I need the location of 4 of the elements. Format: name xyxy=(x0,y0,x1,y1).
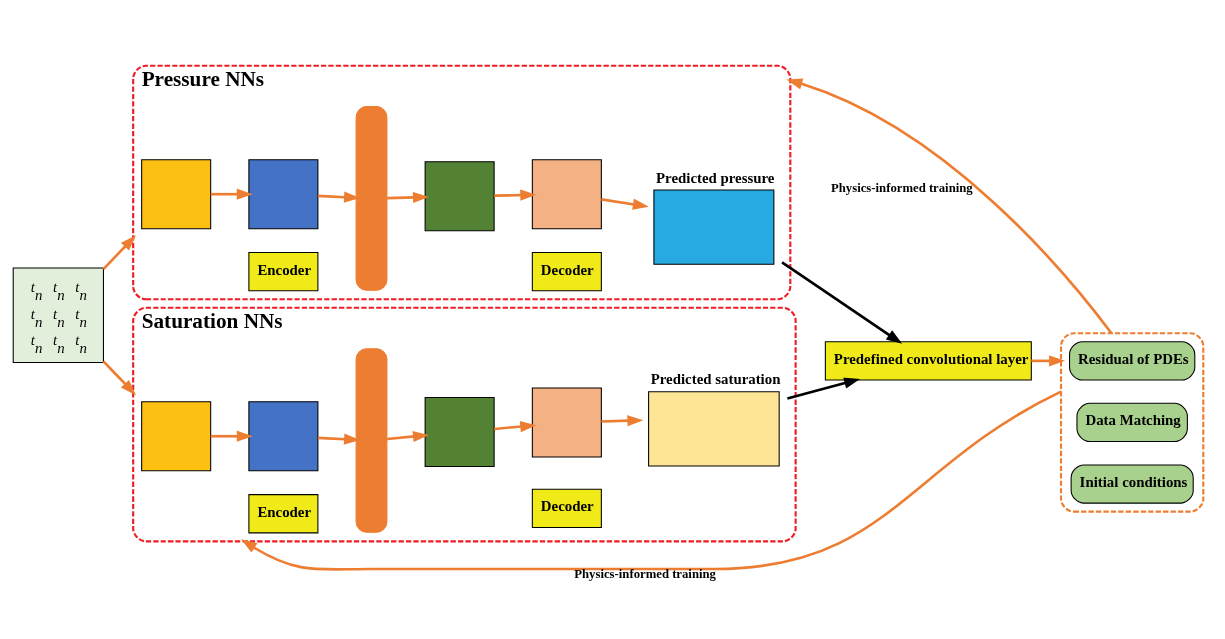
node-label: Predicted pressure xyxy=(656,169,775,186)
edge-label: Physics-informed training xyxy=(831,180,973,195)
node-label: Predicted saturation xyxy=(650,370,781,387)
edge-label: Physics-informed training xyxy=(574,566,716,581)
